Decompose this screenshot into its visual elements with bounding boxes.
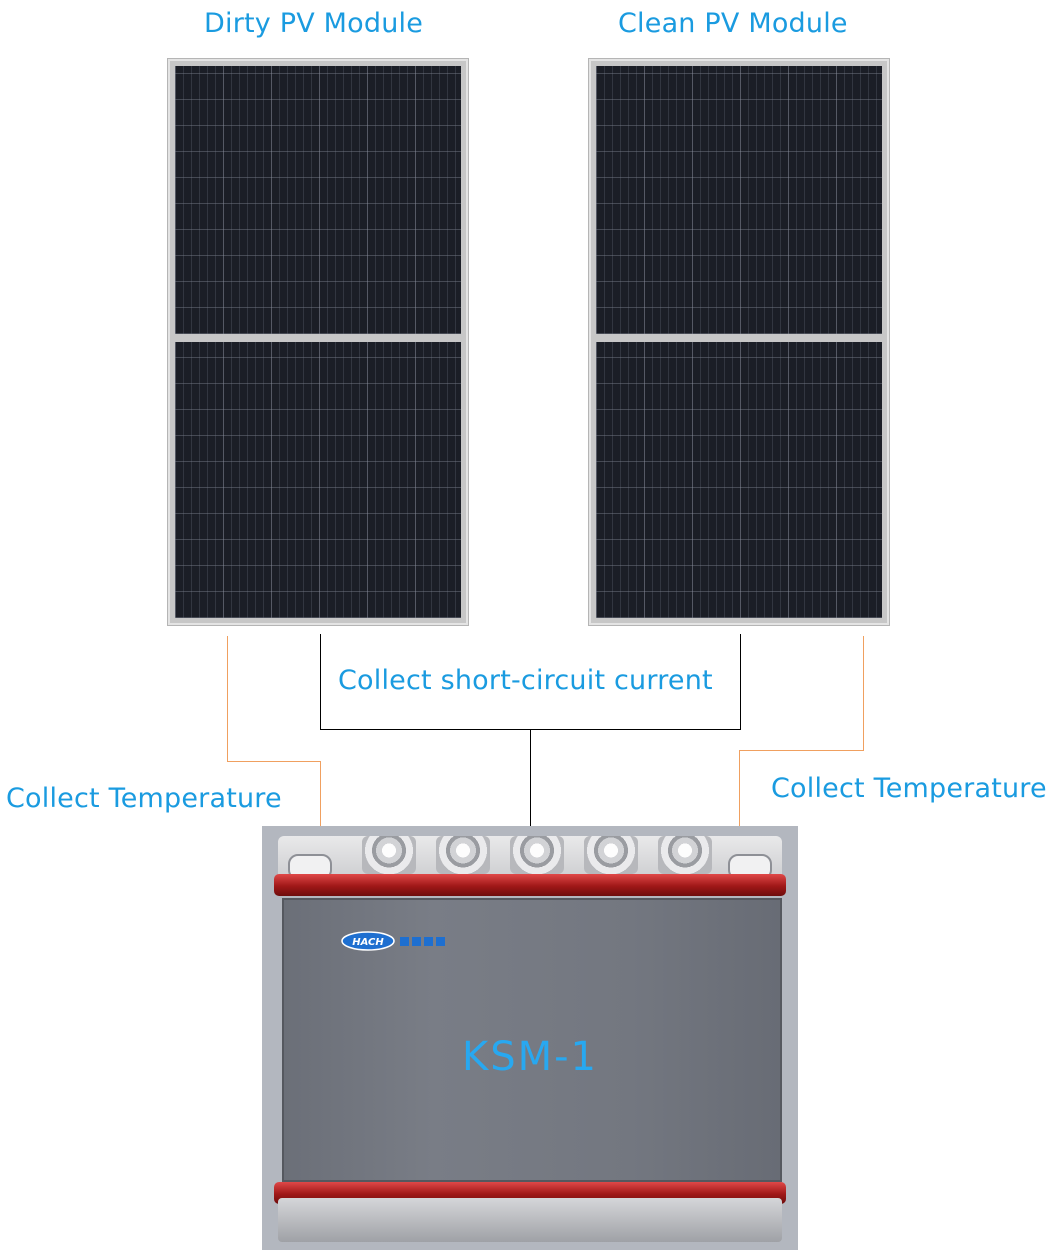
temperature-wire-left-2 <box>227 761 321 762</box>
connector-2 <box>436 836 490 874</box>
temperature-wire-right-2 <box>739 750 864 751</box>
temperature-wire-right-1 <box>863 636 864 751</box>
clean-pv-module-upper-cells <box>596 66 882 334</box>
dirty-module-label: Dirty PV Module <box>204 8 424 39</box>
clean-pv-module <box>588 58 890 626</box>
hach-logo: HACH <box>341 931 445 951</box>
device-top-rim <box>274 874 786 896</box>
clean-pv-module-lower-cells <box>596 342 882 618</box>
dirty-pv-module <box>167 58 469 626</box>
current-wire-left <box>320 634 321 730</box>
collect-temperature-left-label: Collect Temperature <box>6 783 282 814</box>
connector-3 <box>510 836 564 874</box>
clean-module-label: Clean PV Module <box>618 8 848 39</box>
connector-1 <box>362 836 416 874</box>
temperature-wire-left-3 <box>320 761 321 827</box>
device-model-label: KSM-1 <box>461 1034 598 1080</box>
current-wire-down <box>530 729 531 827</box>
temperature-wire-right-3 <box>739 750 740 827</box>
collect-current-label: Collect short-circuit current <box>338 665 713 696</box>
device-base <box>278 1198 782 1242</box>
svg-text:HACH: HACH <box>352 937 384 948</box>
temperature-wire-left-1 <box>227 636 228 762</box>
dirty-pv-module-lower-cells <box>175 342 461 618</box>
connector-5 <box>658 836 712 874</box>
connector-4 <box>584 836 638 874</box>
dirty-pv-module-upper-cells <box>175 66 461 334</box>
current-wire-right <box>740 634 741 730</box>
ksm-device: HACH KSM-1 <box>262 826 798 1250</box>
collect-temperature-right-label: Collect Temperature <box>771 773 1047 804</box>
